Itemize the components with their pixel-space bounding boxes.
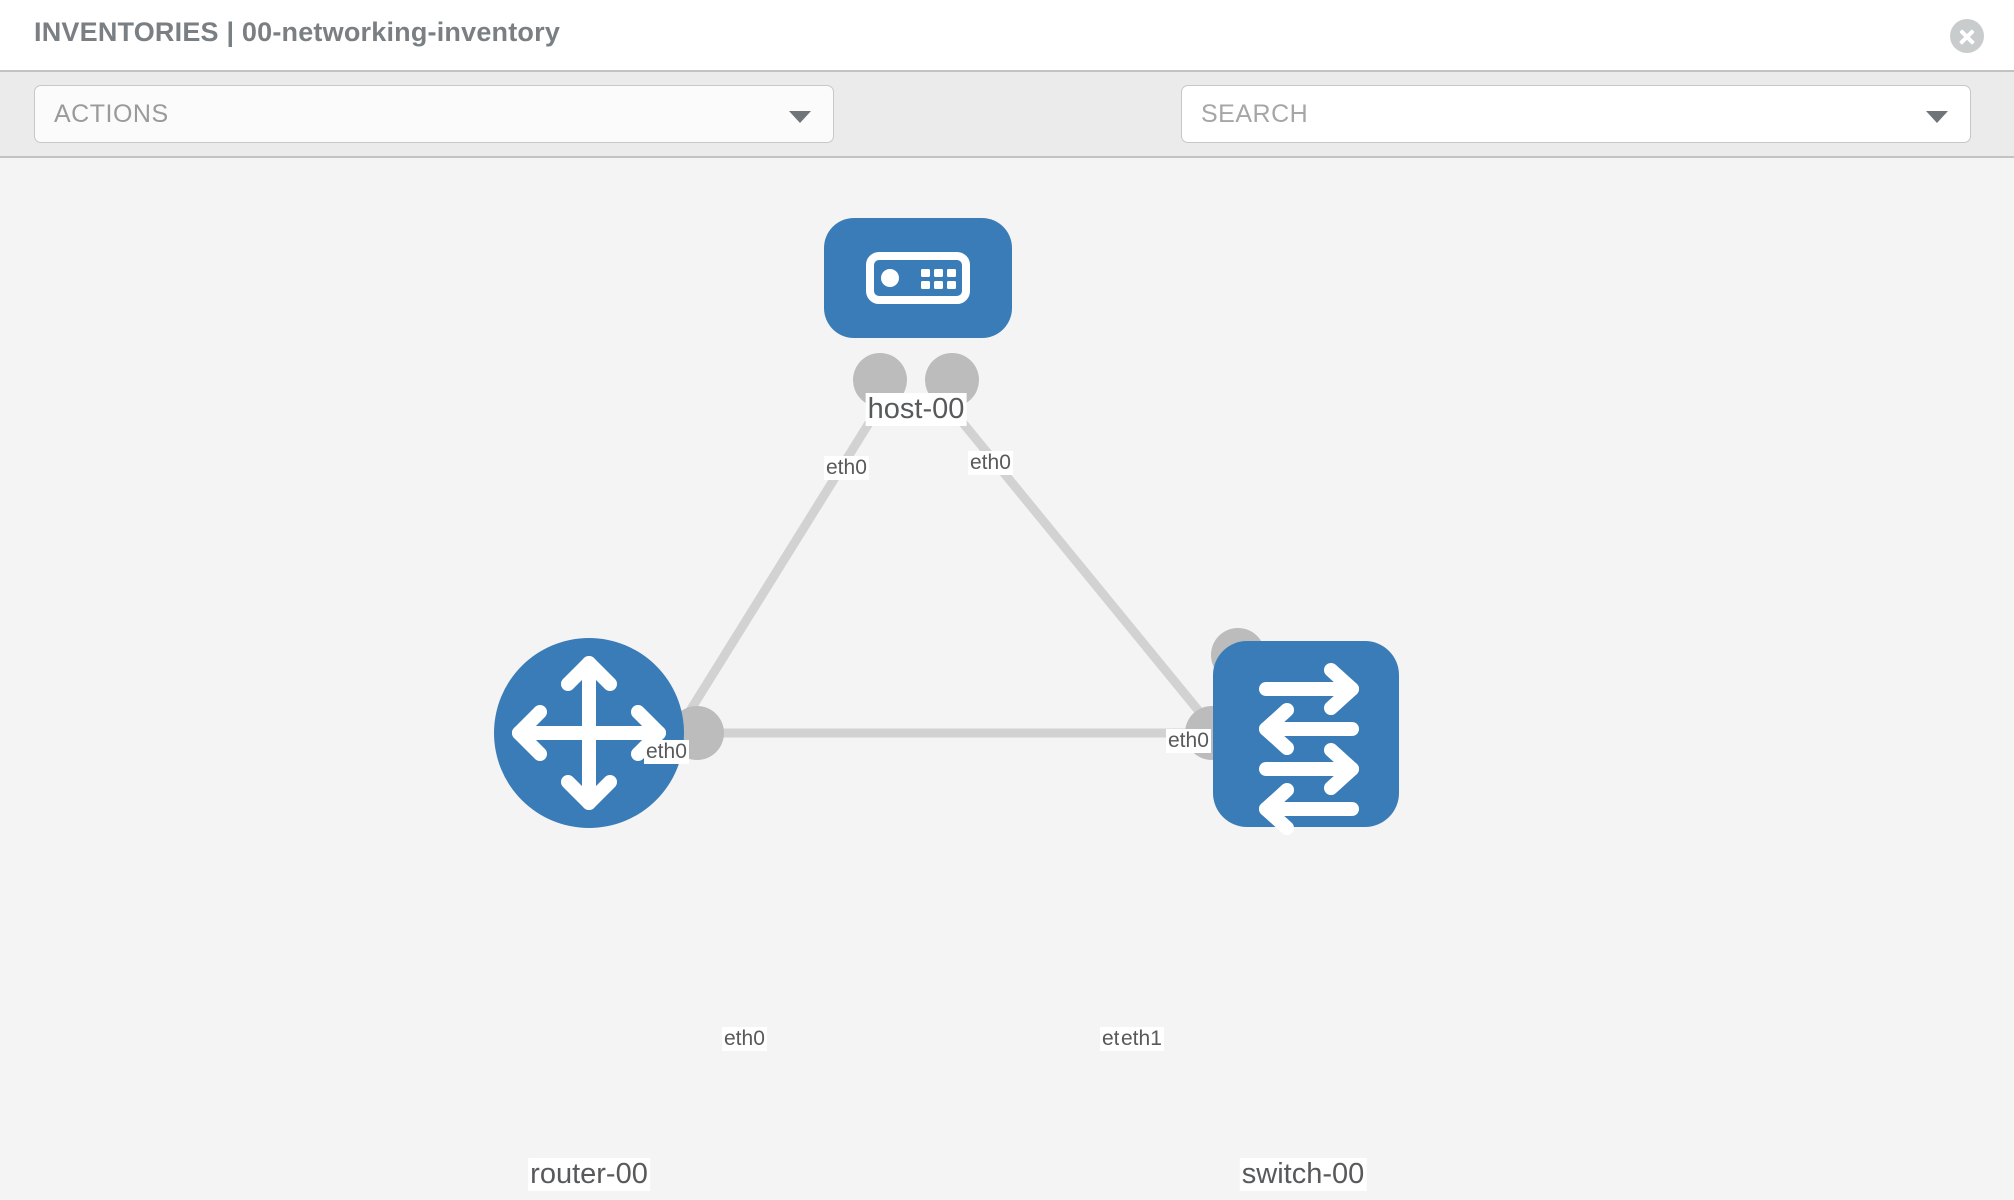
topology-canvas[interactable]: host-00 router-00 switch-00 eth0 eth0 et…	[0, 158, 2014, 1200]
server-icon-details	[881, 269, 956, 289]
actions-dropdown-label: ACTIONS	[54, 100, 169, 128]
chevron-down-icon	[789, 111, 811, 123]
chevron-down-icon[interactable]	[1926, 111, 1948, 123]
server-icon	[866, 252, 970, 304]
node-label-host-00: host-00	[865, 393, 967, 426]
search-input-placeholder: SEARCH	[1201, 100, 1309, 128]
iface-label-switch00-eth1: eth1	[1119, 1027, 1164, 1051]
node-label-switch-00: switch-00	[1239, 1158, 1367, 1191]
page-title: INVENTORIES | 00-networking-inventory	[34, 17, 561, 47]
switch-arrows-icon	[1259, 663, 1359, 835]
node-router-00[interactable]	[494, 638, 684, 828]
actions-dropdown[interactable]: ACTIONS	[34, 85, 834, 143]
page-header: INVENTORIES | 00-networking-inventory	[0, 0, 2014, 70]
node-switch-00[interactable]	[1213, 641, 1399, 835]
topology-connectors	[670, 353, 1265, 760]
iface-label-host00-right: eth0	[968, 451, 1013, 475]
iface-label-host00-left: eth0	[824, 456, 869, 480]
search-input[interactable]: SEARCH	[1181, 85, 1971, 143]
iface-label-router00-eth0: eth0	[722, 1027, 767, 1051]
iface-label-switch00-uplink: eth0	[1166, 729, 1211, 753]
node-host-00[interactable]	[824, 218, 1012, 338]
iface-label-router00-uplink: eth0	[644, 740, 689, 764]
router-arrows-icon	[512, 656, 666, 810]
close-icon[interactable]	[1950, 19, 1984, 53]
link-host00-switch00[interactable]	[959, 420, 1229, 746]
node-label-router-00: router-00	[528, 1158, 650, 1191]
topology-links	[666, 420, 1229, 746]
topology-graph	[494, 218, 1399, 835]
toolbar: ACTIONS SEARCH	[0, 70, 2014, 200]
